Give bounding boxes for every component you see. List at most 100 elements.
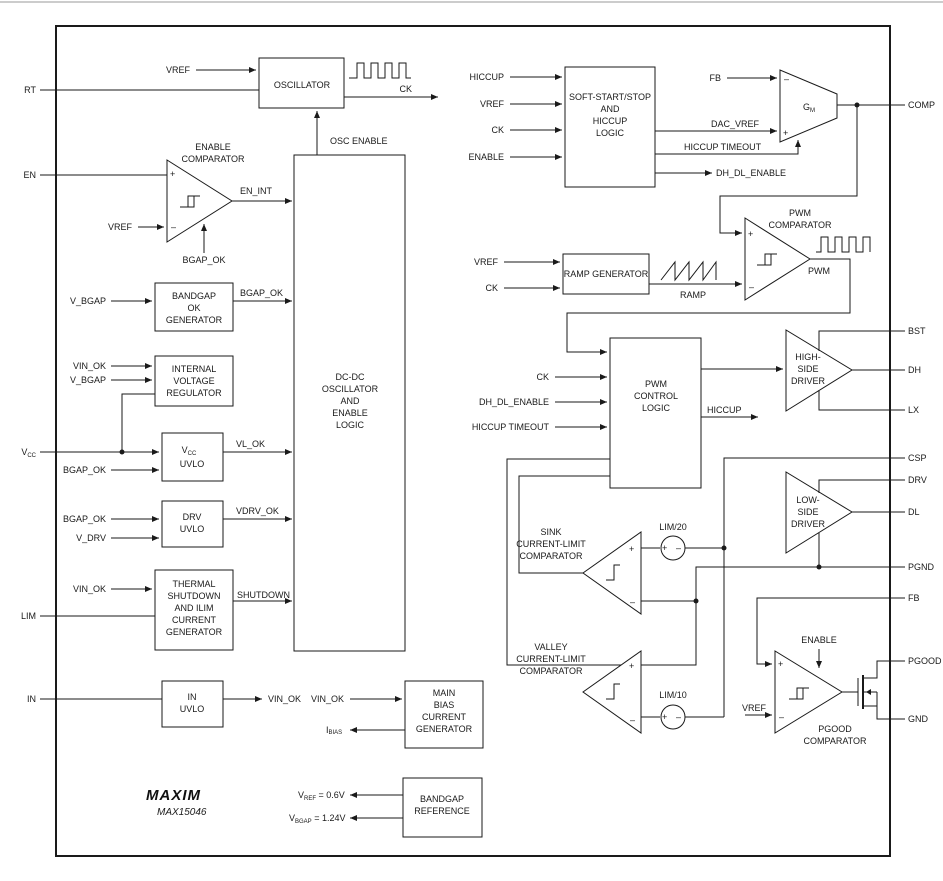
valley-to-control-wire [506, 458, 622, 666]
vcc-uvlo-label-2: UVLO [180, 459, 205, 469]
pwm-out-label: PWM [808, 266, 830, 276]
bandgap-ok-label-2: OK [187, 303, 200, 313]
dcdc-label-1: DC-DC [336, 372, 365, 382]
low-side-label-3: DRIVER [791, 519, 826, 529]
bgap-ok-out-label: BGAP_OK [240, 288, 283, 298]
gm-plus-sign: + [783, 128, 788, 138]
thermal-label-1: THERMAL [172, 579, 215, 589]
enable-comparator-triangle [166, 159, 233, 243]
vref-osc-label: VREF [166, 65, 191, 75]
bandgap-ok-label-3: GENERATOR [166, 315, 223, 325]
vin-ok-out-label: VIN_OK [268, 694, 301, 704]
pin-lim: LIM [21, 611, 36, 621]
high-side-label-1: HIGH- [795, 352, 821, 362]
pwm-comparator-label-1: PWM [789, 208, 811, 218]
pin-lx: LX [908, 405, 919, 415]
pwm-hysteresis-icon [757, 253, 777, 266]
pgood-comparator-label-1: PGOOD [818, 724, 852, 734]
low-side-label-1: LOW- [796, 495, 819, 505]
pwm-comparator-triangle [744, 217, 811, 301]
softstart-block [564, 66, 656, 188]
pin-gnd: GND [908, 714, 929, 724]
pwm-control-block [609, 337, 702, 489]
vdrv-ok-label: VDRV_OK [236, 506, 279, 516]
osc-enable-label: OSC ENABLE [330, 136, 388, 146]
high-side-label-3: DRIVER [791, 376, 826, 386]
pwm-control-label-2: CONTROL [634, 391, 678, 401]
valley-comparator-label-3: COMPARATOR [519, 666, 583, 676]
vref-value-label: VREF = 0.6V [298, 790, 345, 802]
clock-waveform [349, 62, 411, 79]
dh-dl-enable-in-label: DH_DL_ENABLE [479, 397, 549, 407]
pwm-control-label-3: LOGIC [642, 403, 671, 413]
pin-en: EN [23, 170, 36, 180]
pin-dh: DH [908, 365, 921, 375]
ck-control-label: CK [536, 372, 549, 382]
sink-comparator-label-3: COMPARATOR [519, 551, 583, 561]
vref-en-label: VREF [108, 222, 133, 232]
valley-comparator-triangle [582, 650, 642, 734]
valley-plus-sign: + [629, 661, 634, 671]
ibias-label: IBIAS [326, 725, 342, 736]
bandgap-ref-label-1: BANDGAP [420, 794, 464, 804]
hiccup-in-label: HICCUP [469, 72, 504, 82]
main-bias-label-3: CURRENT [422, 712, 467, 722]
pgood-comparator-label-2: COMPARATOR [803, 736, 867, 746]
gm-minus-sign: – [784, 74, 789, 84]
enable-minus-sign: – [171, 222, 176, 232]
bandgap-ref-label-2: REFERENCE [414, 806, 470, 816]
enable-pgood-label: ENABLE [801, 635, 837, 645]
in-uvlo-label-2: UVLO [180, 704, 205, 714]
main-bias-label-2: BIAS [434, 700, 455, 710]
hysteresis-icon [180, 195, 200, 208]
lim10-label: LIM/10 [659, 690, 687, 700]
bgap-ok-drv-label: BGAP_OK [63, 514, 106, 524]
valley-comparator-label-2: CURRENT-LIMIT [516, 654, 586, 664]
fb-pgood-wire [756, 597, 905, 667]
pgood-plus-sign: + [778, 659, 783, 669]
ramp-generator-block [562, 253, 650, 295]
v-bgap-label-1: V_BGAP [70, 296, 106, 306]
pin-comp: COMP [908, 100, 935, 110]
vref-pgood-label: VREF [742, 703, 767, 713]
vin-ok-reg-label: VIN_OK [73, 361, 106, 371]
sink-pgnd-junction [693, 598, 699, 604]
in-uvlo-label-1: IN [188, 692, 197, 702]
valley-hysteresis-icon [606, 683, 620, 700]
pin-pgood: PGOOD [908, 656, 942, 666]
enable-comparator-label-2: COMPARATOR [181, 154, 245, 164]
lx-wire [818, 390, 905, 411]
pgood-hysteresis-icon [789, 687, 809, 700]
oscillator-label: OSCILLATOR [274, 80, 331, 90]
bandgap-ok-label-1: BANDGAP [172, 291, 216, 301]
dac-vref-label: DAC_VREF [711, 119, 760, 129]
vl-ok-label: VL_OK [236, 439, 265, 449]
internal-regulator-block [154, 355, 234, 407]
dcdc-label-3: AND [340, 396, 360, 406]
oscillator-block [258, 57, 345, 109]
pwm-control-label-1: PWM [645, 379, 667, 389]
vcc-uvlo-block [161, 432, 224, 482]
dcdc-label-5: LOGIC [336, 420, 365, 430]
lim20-minus: – [676, 543, 681, 553]
vref-ramp-label: VREF [474, 257, 499, 267]
vcc-junction [119, 449, 125, 455]
enable-comparator-label-1: ENABLE [195, 142, 231, 152]
ramp-generator-label: RAMP GENERATOR [564, 269, 649, 279]
ramp-label: RAMP [680, 290, 706, 300]
pgood-minus-sign: – [779, 712, 784, 722]
pgnd-wire [641, 566, 905, 666]
fb-gm-label: FB [709, 73, 721, 83]
bgap-ok-en-label: BGAP_OK [182, 255, 225, 265]
mosfet-body-arrow-icon [866, 689, 871, 695]
pwm-waveform [816, 236, 871, 253]
hiccup-out-label: HICCUP [707, 405, 742, 415]
pin-in: IN [27, 694, 36, 704]
bgap-ok-vcc-label: BGAP_OK [63, 465, 106, 475]
lim20-plus: + [662, 543, 667, 553]
pin-vcc: VCC [21, 447, 36, 459]
enable-ss-label: ENABLE [468, 152, 504, 162]
thermal-label-5: GENERATOR [166, 627, 223, 637]
maxim-logo: MAXIM [146, 787, 201, 804]
